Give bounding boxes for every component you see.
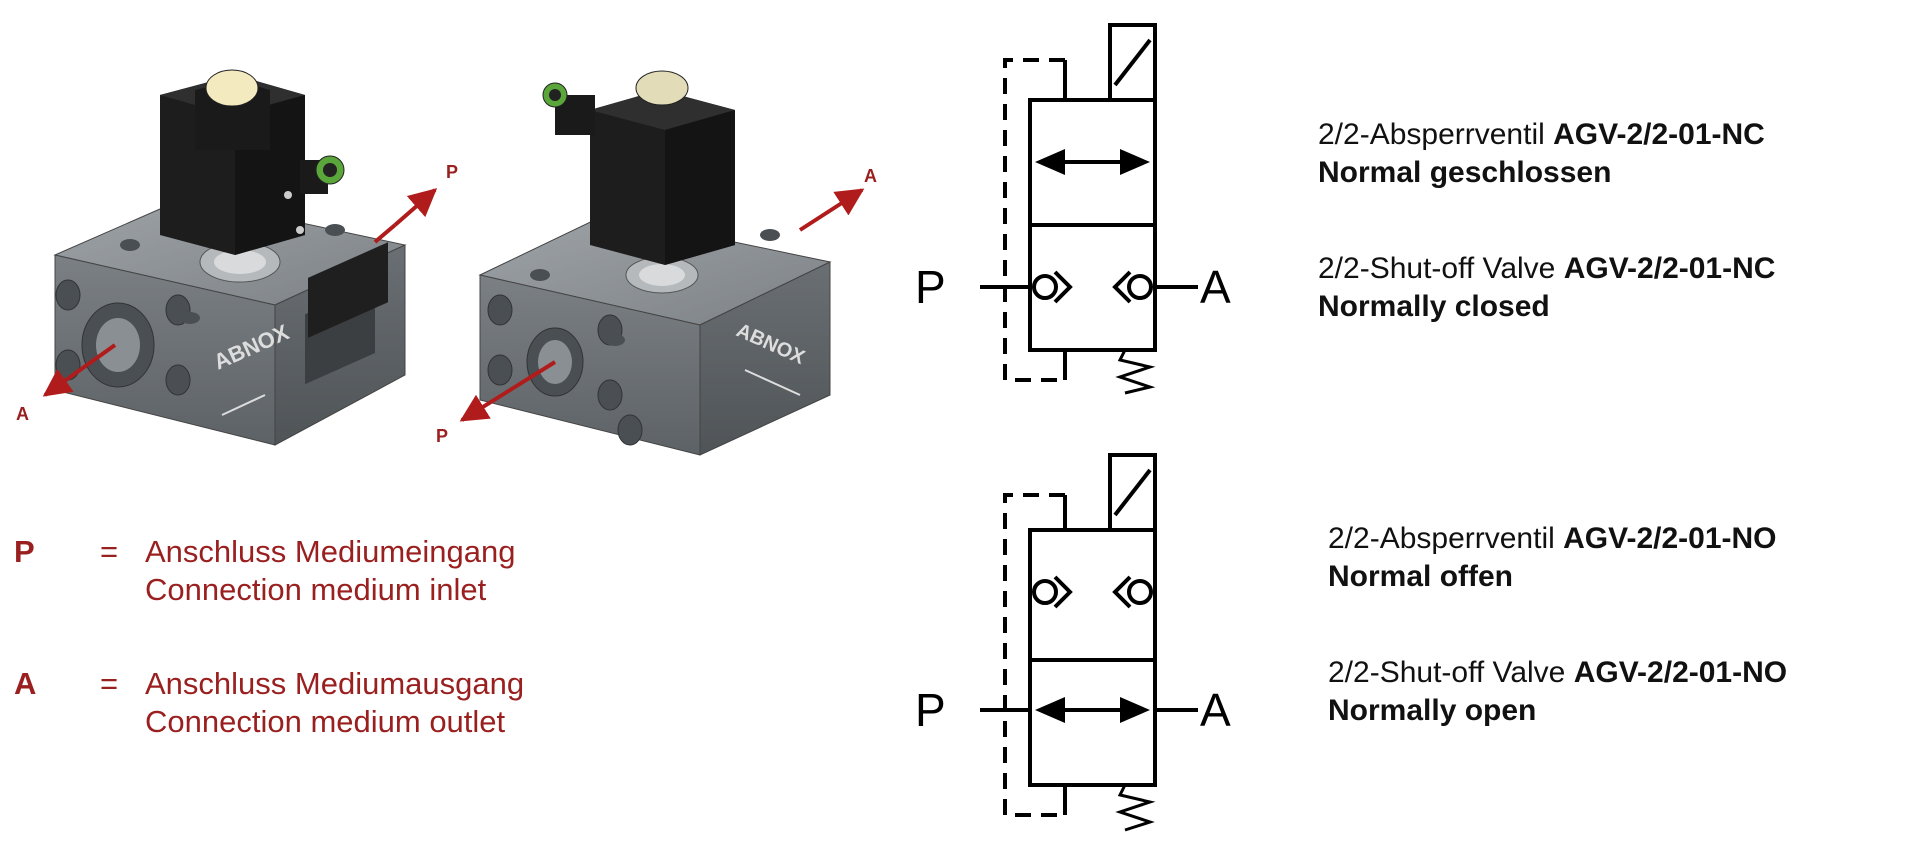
- symbol-nc-port-p: P: [915, 261, 946, 313]
- description-nc-english: 2/2-Shut-off Valve AGV-2/2-01-NC Normall…: [1318, 250, 1775, 326]
- legend-key-p: P: [14, 534, 35, 569]
- description-nc-german-prefix: 2/2-Absperrventil: [1318, 118, 1554, 151]
- description-nc-german-model: AGV-2/2-01-NC: [1553, 118, 1765, 151]
- valve-no-3d-model: ABNOX A P: [436, 70, 877, 456]
- valve-product-illustrations: ABNOX P A ABNOX: [16, 69, 877, 456]
- valve-symbol-no: P A: [915, 453, 1231, 832]
- description-no-english-model: AGV-2/2-01-NO: [1573, 656, 1788, 689]
- legend-en-p: Connection medium inlet: [145, 572, 487, 607]
- description-nc-english-model: AGV-2/2-01-NC: [1563, 252, 1776, 285]
- description-no-german-prefix: 2/2-Absperrventil: [1328, 522, 1564, 555]
- valve-nc-3d-model: ABNOX P A: [16, 69, 458, 446]
- port-label-a-right-model: A: [864, 166, 877, 186]
- description-no-german: 2/2-Absperrventil AGV-2/2-01-NO Normal o…: [1328, 520, 1777, 596]
- description-nc-english-state: Normally closed: [1318, 290, 1550, 323]
- description-no-german-state: Normal offen: [1328, 560, 1514, 593]
- description-nc-german: 2/2-Absperrventil AGV-2/2-01-NC Normal g…: [1318, 116, 1765, 192]
- description-nc-german-state: Normal geschlossen: [1318, 156, 1612, 189]
- legend-en-a: Connection medium outlet: [145, 704, 506, 739]
- valve-symbol-nc: P A: [915, 23, 1231, 395]
- symbol-no-port-p: P: [915, 684, 946, 736]
- legend-de-a: Anschluss Mediumausgang: [145, 666, 525, 701]
- symbol-nc-port-a: A: [1200, 261, 1231, 313]
- port-label-p-right-model: P: [436, 426, 448, 446]
- legend-key-a: A: [14, 666, 37, 701]
- legend-equals-a: =: [100, 666, 119, 701]
- description-no-english-state: Normally open: [1328, 694, 1537, 727]
- description-nc-english-prefix: 2/2-Shut-off Valve: [1318, 252, 1564, 285]
- port-label-a-left-model: A: [16, 404, 29, 424]
- description-no-german-model: AGV-2/2-01-NO: [1563, 522, 1777, 555]
- symbol-no-port-a: A: [1200, 684, 1231, 736]
- legend-equals-p: =: [100, 534, 119, 569]
- legend-de-p: Anschluss Mediumeingang: [145, 534, 516, 569]
- description-no-english: 2/2-Shut-off Valve AGV-2/2-01-NO Normall…: [1328, 654, 1787, 730]
- description-no-english-prefix: 2/2-Shut-off Valve: [1328, 656, 1574, 689]
- port-label-p-left-model: P: [446, 162, 458, 182]
